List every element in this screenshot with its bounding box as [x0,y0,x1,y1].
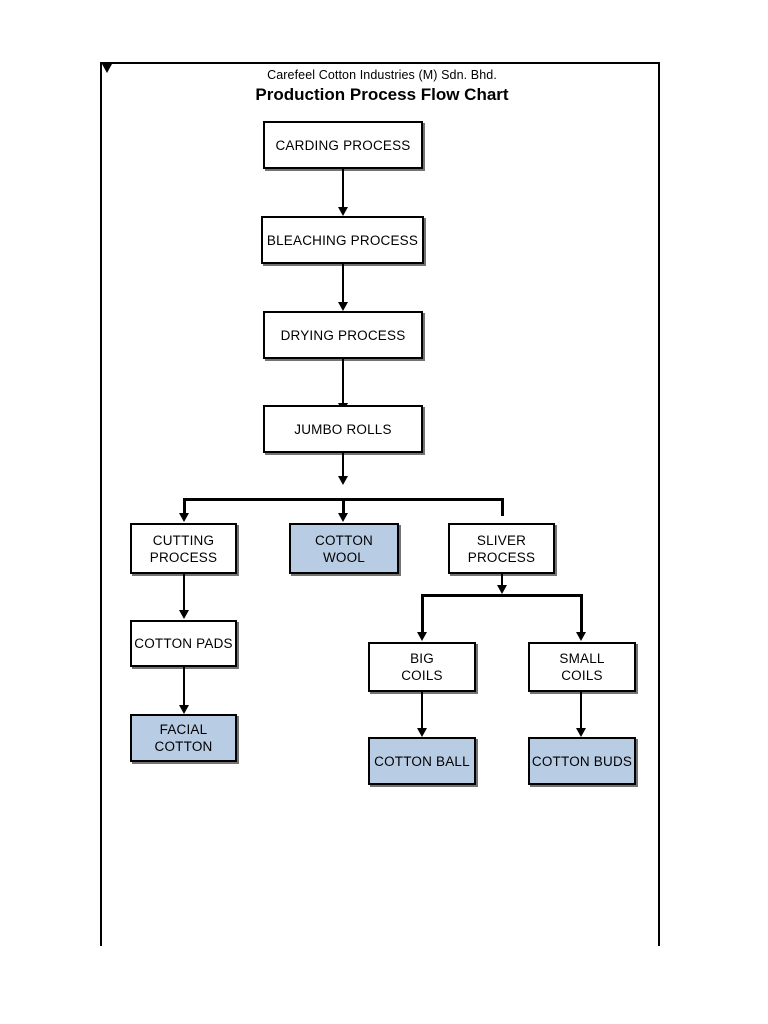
edge-sliver-to-small-coils [580,594,583,634]
node-sliver-process[interactable]: SLIVER PROCESS [448,523,555,574]
arrowhead-sliver-stem [497,585,507,594]
arrowhead-jumbo-to-cutting [179,513,189,522]
arrowhead-carding-to-bleaching [338,207,348,216]
edge-jumbo-to-cutting [183,498,186,516]
node-facial-cotton[interactable]: FACIAL COTTON [130,714,237,762]
edge-big-coils-to-cotton-ball [421,692,423,728]
arrowhead-small-coils-to-cotton-buds [576,728,586,737]
node-cotton-ball[interactable]: COTTON BALL [368,737,476,785]
edge-jumbo-to-cotton-wool [342,498,345,516]
edge-jumbo-stem [342,453,344,479]
flowchart-canvas: CARDING PROCESS BLEACHING PROCESS DRYING… [102,64,662,948]
page-frame: Carefeel Cotton Industries (M) Sdn. Bhd.… [100,62,660,946]
edge-cutting-to-cotton-pads [183,574,185,610]
node-bleaching-process[interactable]: BLEACHING PROCESS [261,216,424,264]
edge-carding-to-bleaching [342,169,344,207]
arrowhead-sliver-to-small-coils [576,632,586,641]
page-title: Production Process Flow Chart [255,85,509,104]
edge-sliver-stem [501,574,503,590]
node-cotton-wool[interactable]: COTTON WOOL [289,523,399,574]
node-jumbo-rolls[interactable]: JUMBO ROLLS [263,405,423,453]
arrowhead-jumbo-to-sliver [102,64,112,73]
node-drying-process[interactable]: DRYING PROCESS [263,311,423,359]
arrowhead-sliver-to-big-coils [417,632,427,641]
node-carding-process[interactable]: CARDING PROCESS [263,121,423,169]
edge-drying-to-jumbo [342,359,344,403]
edge-small-coils-to-cotton-buds [580,692,582,728]
company-name: Carefeel Cotton Industries (M) Sdn. Bhd. [267,68,497,82]
edge-cotton-pads-to-facial-cotton [183,667,185,705]
node-cutting-process[interactable]: CUTTING PROCESS [130,523,237,574]
arrowhead-bleaching-to-drying [338,302,348,311]
edge-sliver-to-big-coils [421,594,424,634]
arrowhead-big-coils-to-cotton-ball [417,728,427,737]
node-small-coils[interactable]: SMALL COILS [528,642,636,692]
edge-jumbo-to-sliver [501,498,504,516]
node-cotton-buds[interactable]: COTTON BUDS [528,737,636,785]
arrowhead-jumbo-stem [338,476,348,485]
arrowhead-jumbo-to-cotton-wool [338,513,348,522]
edge-bleaching-to-drying [342,264,344,302]
node-cotton-pads[interactable]: COTTON PADS [130,620,237,667]
arrowhead-cutting-to-cotton-pads [179,610,189,619]
branch-bus-sliver [421,594,582,597]
node-big-coils[interactable]: BIG COILS [368,642,476,692]
arrowhead-cotton-pads-to-facial-cotton [179,705,189,714]
